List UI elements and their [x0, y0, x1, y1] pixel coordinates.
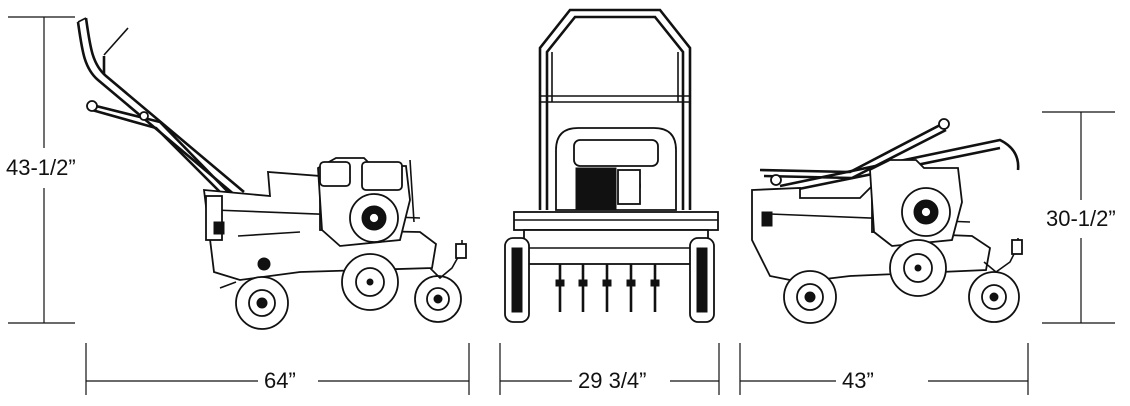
folded-length-label: 43” — [842, 368, 874, 393]
folded-height-label: 30-1/2” — [1046, 206, 1116, 231]
folded-view-aerator — [751, 118, 1023, 324]
dimension-lines — [8, 16, 1115, 395]
front-width-label: 29 3/4” — [578, 368, 647, 393]
side-length-label: 64” — [264, 368, 296, 393]
side-height-label: 43-1/2” — [6, 155, 76, 180]
front-view-aerator — [504, 8, 719, 323]
side-view-aerator — [76, 17, 467, 330]
